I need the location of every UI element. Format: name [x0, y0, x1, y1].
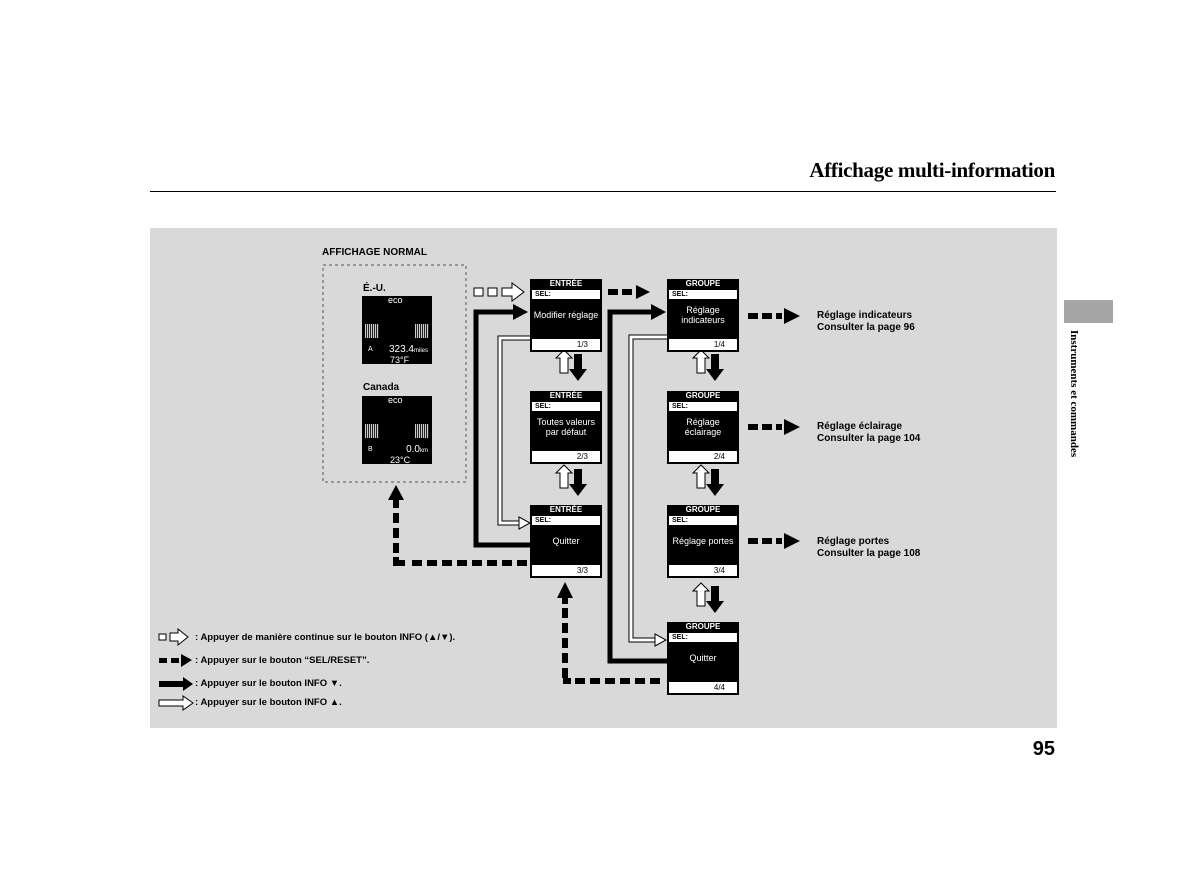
screen-label: Toutes valeurs par défaut	[536, 417, 596, 437]
screen-page: 1/4	[713, 340, 725, 349]
screen-header: ENTRÉE	[532, 391, 600, 401]
normal-display-title: AFFICHAGE NORMAL	[322, 247, 427, 258]
screen-page: 3/4	[713, 566, 725, 575]
entree-screen-3: ENTRÉE SEL: Quitter 3/3	[530, 505, 602, 578]
screen-header: ENTRÉE	[532, 505, 600, 515]
screen-page: 2/3	[576, 452, 588, 461]
legend-info-up: : Appuyer sur le bouton INFO ▲.	[195, 697, 342, 708]
lcd-ca: eco B 0.0km 23°C	[362, 395, 432, 465]
screen-header: GROUPE	[669, 622, 737, 632]
trip-letter: B	[368, 446, 373, 453]
header-rule	[150, 191, 1056, 192]
hold-arrow	[501, 282, 525, 302]
section-tab	[1064, 300, 1113, 323]
screen-page: 1/3	[576, 340, 588, 349]
groupe-screen-4: GROUPE SEL: Quitter 4/4	[667, 622, 739, 695]
lcd-us: eco A 323.4miles 73°F	[362, 295, 432, 365]
screen-header: ENTRÉE	[532, 279, 600, 289]
legend-info-down: : Appuyer sur le bouton INFO ▼.	[195, 678, 342, 689]
lcd-eco: eco	[388, 295, 403, 305]
screen-label: Réglage portes	[672, 536, 734, 546]
legend-sel: : Appuyer sur le bouton “SEL/RESET”.	[195, 655, 370, 666]
legend-hold: : Appuyer de manière continue sur le bou…	[195, 632, 456, 643]
lcd-eco: eco	[388, 395, 403, 405]
temperature: 73°F	[390, 355, 410, 365]
legend-symbols	[158, 627, 194, 711]
temperature: 23°C	[390, 455, 411, 465]
trip-letter: A	[368, 346, 373, 353]
odometer: 0.0km	[406, 444, 428, 455]
odometer: 323.4miles	[388, 344, 428, 355]
updown-arrows	[554, 349, 724, 613]
region-us-label: É.-U.	[363, 283, 386, 294]
groupe-screen-1: GROUPE SEL: Réglage indicateurs 1/4	[667, 279, 739, 352]
screen-label: Quitter	[689, 653, 717, 663]
screen-page: 2/4	[713, 452, 725, 461]
return-dashed-entree	[388, 485, 527, 566]
screen-page: 4/4	[713, 683, 725, 692]
screen-label: Réglage éclairage	[684, 417, 722, 437]
flow-diagram: AFFICHAGE NORMAL É.-U. Canada eco A 323.…	[150, 228, 1057, 728]
screen-page: 3/3	[576, 566, 588, 575]
entree-screen-2: ENTRÉE SEL: Toutes valeurs par défaut 2/…	[530, 391, 602, 464]
section-label: Instruments et commandes	[1068, 330, 1080, 458]
entree-screen-1: ENTRÉE SEL: Modifier réglage 1/3	[530, 279, 602, 352]
screen-label: Réglage indicateurs	[681, 305, 725, 325]
groupe-screen-2: GROUPE SEL: Réglage éclairage 2/4	[667, 391, 739, 464]
diagram-arrows	[158, 264, 800, 711]
screen-header: GROUPE	[669, 279, 737, 289]
region-ca-label: Canada	[363, 382, 400, 393]
screen-label: Quitter	[552, 536, 580, 546]
hold-arrow-box	[473, 287, 484, 297]
page-number: 95	[1032, 738, 1055, 760]
page-title: Affichage multi-information	[809, 158, 1055, 182]
sel-arrows	[608, 285, 800, 549]
screen-header: GROUPE	[669, 391, 737, 401]
groupe-screen-3: GROUPE SEL: Réglage portes 3/4	[667, 505, 739, 578]
screen-label: Modifier réglage	[533, 310, 599, 320]
return-dashed-groupe	[557, 582, 660, 684]
screen-header: GROUPE	[669, 505, 737, 515]
